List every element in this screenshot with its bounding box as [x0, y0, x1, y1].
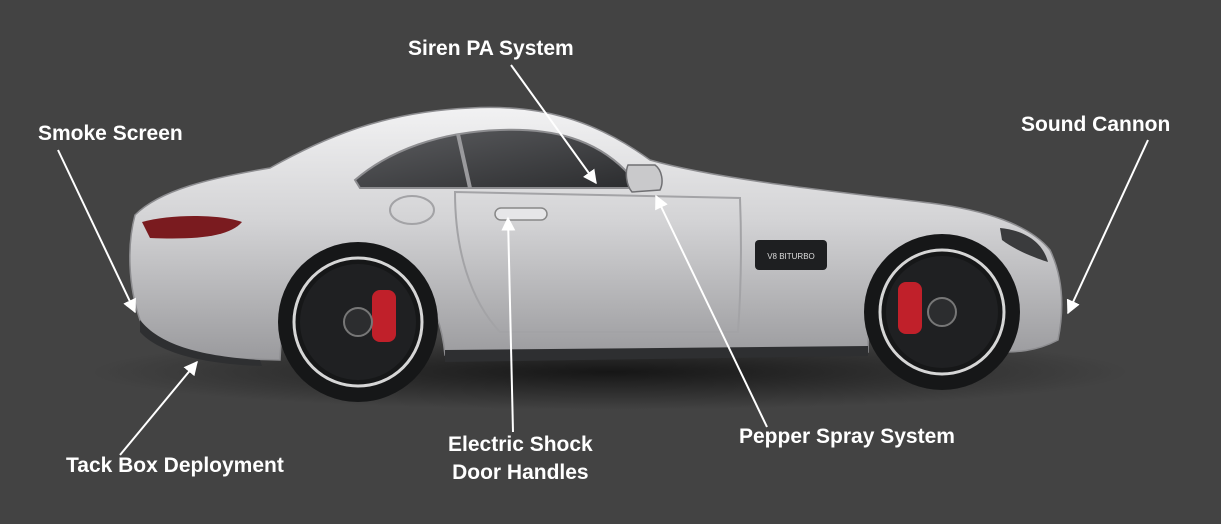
door-handle: [494, 207, 548, 221]
sound-arrow: [1066, 139, 1149, 315]
smoke-arrow: [57, 149, 136, 314]
tail-light: [142, 216, 242, 239]
car-door: [453, 190, 743, 333]
label-electric-shock-line2: Door Handles: [452, 461, 589, 484]
label-electric-shock-line1: Electric Shock: [448, 433, 593, 456]
fuel-cap: [389, 195, 435, 225]
label-siren-pa-system: Siren PA System: [408, 37, 574, 60]
car: V8 BITURBO: [129, 106, 1063, 402]
label-tack-box-deployment: Tack Box Deployment: [66, 454, 284, 477]
siren-arrow: [510, 64, 597, 185]
label-smoke-screen: Smoke Screen: [38, 122, 183, 145]
label-sound-cannon: Sound Cannon: [1021, 113, 1171, 136]
rear-diffuser: [140, 320, 262, 366]
pepper-arrow: [655, 194, 768, 428]
side-mirror: [625, 164, 663, 193]
label-electric-shock-door-handles: Electric Shock Door Handles: [448, 431, 593, 487]
fender-badge-text: V8 BITURBO: [767, 252, 815, 261]
front-wheel: [864, 234, 1020, 390]
headlight: [1000, 228, 1048, 262]
shock-arrow: [501, 216, 516, 433]
fender-vent: [755, 240, 827, 270]
side-skirt: [445, 346, 868, 362]
rear-wheel: [278, 242, 438, 402]
tack-arrow: [119, 360, 198, 456]
label-pepper-spray-system: Pepper Spray System: [739, 425, 955, 448]
